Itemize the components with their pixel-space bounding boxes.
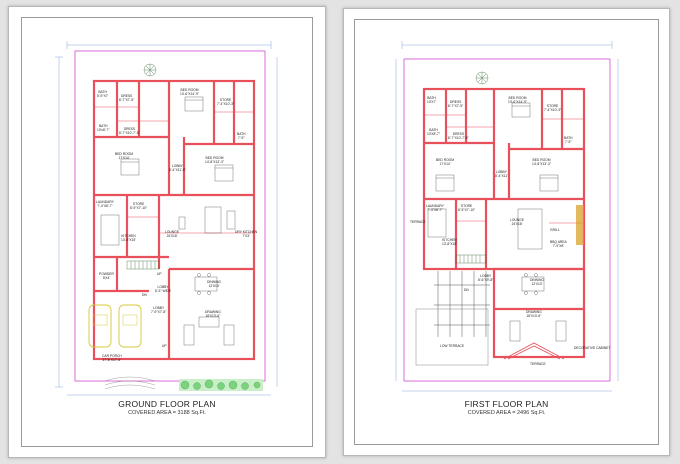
- spiral-stair-icon: [143, 63, 157, 77]
- room-label: GRILL: [550, 228, 560, 232]
- dimension-lines: [395, 41, 619, 392]
- garden-icon: [179, 379, 263, 391]
- sheet-frame: [21, 17, 313, 447]
- bbq-grill-wall: [576, 205, 584, 245]
- room-label: TERRACE: [530, 362, 546, 366]
- ground-floor-drawing: [55, 41, 278, 396]
- plan-title: GROUND FLOOR PLAN: [118, 399, 216, 409]
- spiral-stair-icon: [475, 71, 489, 85]
- first-floor-drawing: [395, 41, 619, 392]
- entrance-steps: [104, 376, 156, 390]
- car-icon: [88, 304, 142, 348]
- plan-title: FIRST FLOOR PLAN: [464, 399, 549, 409]
- room-label: DN: [142, 293, 147, 297]
- furniture: [427, 102, 567, 342]
- front-roof: [503, 342, 565, 360]
- dimension-lines: [55, 41, 278, 396]
- room-label: UP: [157, 272, 162, 276]
- stair-icon: [455, 254, 487, 264]
- furniture: [100, 96, 236, 346]
- room-label: DECORATIVE CABINET: [574, 346, 611, 350]
- pergola-icon: [434, 271, 490, 337]
- stair-icon: [126, 260, 160, 270]
- plot-boundary: [74, 50, 266, 382]
- walls: [92, 79, 256, 361]
- room-label: LOW TERRACE: [440, 344, 465, 348]
- room-label: TERRACE: [410, 220, 426, 224]
- plot-boundary: [403, 58, 611, 382]
- covered-area: COVERED AREA = 3188 Sq.Ft.: [128, 410, 206, 416]
- room-label: DN: [464, 288, 469, 292]
- covered-area: COVERED AREA = 2496 Sq.Ft.: [467, 410, 546, 416]
- sheet-frame: [354, 19, 659, 445]
- low-terrace-area: [415, 308, 489, 366]
- room-label: UP: [162, 344, 167, 348]
